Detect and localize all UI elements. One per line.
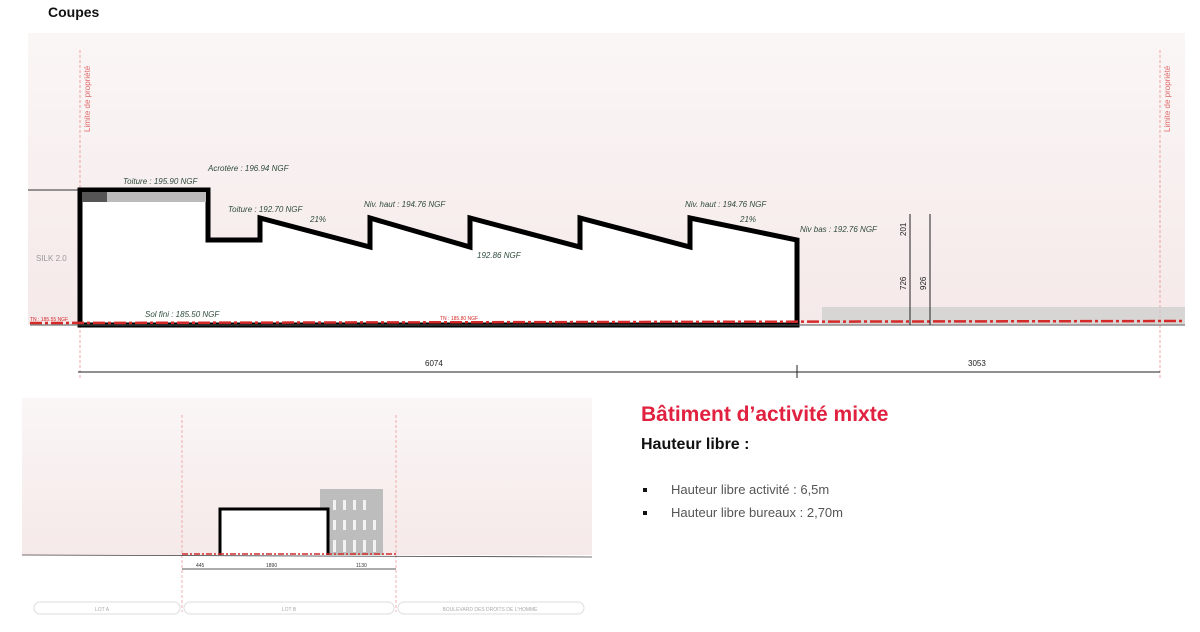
dimension-label: 445 <box>196 563 205 569</box>
secondary-section-drawing: 445 1890 1130 LOT A LOT B BOULEVARD DES … <box>21 398 593 615</box>
lot-label: BOULEVARD DES DROITS DE L'HOMME <box>442 607 538 613</box>
bullet-list: Hauteur libre activité : 6,5m Hauteur li… <box>641 482 888 520</box>
level-label: Niv. haut : 194.76 NGF <box>364 200 446 209</box>
dimension-label: 3053 <box>968 359 986 368</box>
level-label: Sol fini : 185.50 NGF <box>145 310 220 319</box>
office-block <box>320 489 383 555</box>
silk-label: SILK 2.0 <box>36 254 67 263</box>
building-heading: Bâtiment d’activité mixte <box>641 403 889 426</box>
dimension-label: 6074 <box>425 359 443 368</box>
tn-label: TN : 185.55 NGF <box>30 317 68 323</box>
level-label: Acrotère : 196.94 NGF <box>207 164 290 173</box>
list-item: Hauteur libre activité : 6,5m <box>641 482 888 497</box>
property-limit-right: Limite de propriété <box>1163 65 1172 132</box>
dimension-label: 926 <box>919 276 928 290</box>
level-label: 192.86 NGF <box>477 251 522 260</box>
level-label: Niv. haut : 194.76 NGF <box>685 200 767 209</box>
level-label: Toiture : 195.90 NGF <box>123 177 199 186</box>
main-section-drawing: Limite de propriété Limite de propriété … <box>28 33 1186 380</box>
page-title: Coupes <box>48 4 100 20</box>
neighbouring-fence <box>822 307 1185 324</box>
info-panel: Bâtiment d’activité mixte Hauteur libre … <box>641 403 888 528</box>
dimension-label: 726 <box>899 276 908 290</box>
lot-label: LOT B <box>282 607 297 613</box>
lot-label: LOT A <box>95 607 110 613</box>
tn-label: TN : 185.80 NGF <box>440 316 478 322</box>
dimension-label: 201 <box>899 222 908 236</box>
level-label: Niv bas : 192.76 NGF <box>800 225 878 234</box>
building-outline <box>77 187 800 328</box>
subheading: Hauteur libre : <box>641 436 750 453</box>
list-item: Hauteur libre bureaux : 2,70m <box>641 505 888 520</box>
level-label: Toiture : 192.70 NGF <box>228 205 304 214</box>
property-limit-left: Limite de propriété <box>83 65 92 132</box>
slope-label: 21% <box>739 215 756 224</box>
slope-label: 21% <box>309 215 326 224</box>
dimension-label: 1890 <box>266 563 277 569</box>
dimension-label: 1130 <box>356 563 367 569</box>
